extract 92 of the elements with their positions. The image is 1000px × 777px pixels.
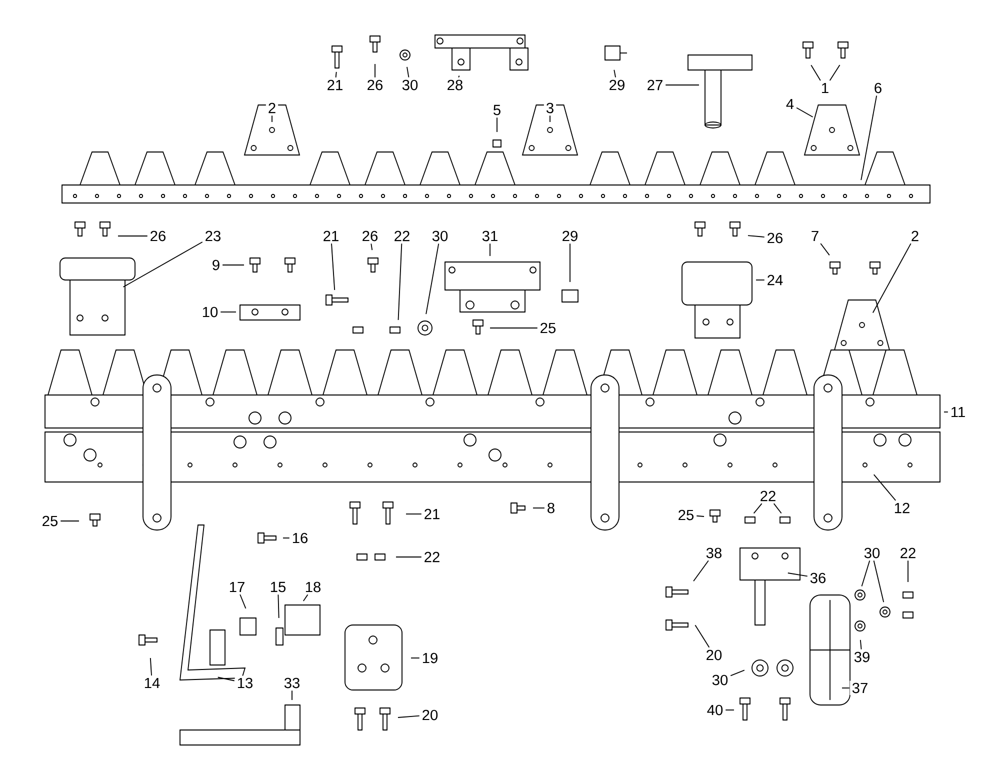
leader-line bbox=[810, 64, 821, 81]
leader-line bbox=[614, 69, 616, 78]
callout-number: 26 bbox=[360, 228, 380, 244]
leader-line bbox=[222, 264, 244, 266]
callout-number: 40 bbox=[704, 702, 726, 718]
leader-line bbox=[331, 243, 336, 290]
callout-number: 2 bbox=[266, 100, 278, 116]
leader-line bbox=[860, 95, 878, 181]
callout-number: 22 bbox=[392, 228, 412, 244]
callout-number: 7 bbox=[808, 228, 822, 244]
callout-number: 5 bbox=[490, 102, 504, 118]
leader-line bbox=[217, 676, 235, 682]
callout-number: 22 bbox=[422, 550, 442, 564]
callout-number: 1 bbox=[818, 80, 832, 96]
callout-number: 22 bbox=[898, 546, 918, 560]
callout-number: 6 bbox=[872, 80, 884, 96]
callout-number: 30 bbox=[400, 78, 420, 92]
callout-number: 19 bbox=[420, 650, 440, 666]
leader-line bbox=[665, 84, 700, 86]
leader-line bbox=[396, 556, 422, 558]
leader-line bbox=[730, 670, 745, 676]
callout-number: 2 bbox=[908, 228, 922, 244]
callout-number: 21 bbox=[320, 228, 342, 244]
callout-number: 38 bbox=[704, 546, 724, 560]
leader-line bbox=[150, 658, 152, 676]
callout-number: 20 bbox=[704, 648, 724, 662]
callout-number: 26 bbox=[764, 230, 786, 246]
leader-line bbox=[122, 242, 203, 288]
leader-line bbox=[861, 560, 870, 587]
leader-line bbox=[696, 515, 704, 517]
leader-line bbox=[873, 474, 896, 501]
leader-line bbox=[829, 64, 840, 81]
leader-line bbox=[787, 572, 808, 577]
callout-number: 16 bbox=[290, 530, 310, 546]
callout-number: 12 bbox=[892, 500, 912, 516]
leader-line bbox=[873, 560, 884, 603]
callout-number: 33 bbox=[282, 676, 302, 690]
callout-number: 4 bbox=[784, 96, 796, 112]
callout-number: 10 bbox=[200, 304, 220, 320]
callout-number: 30 bbox=[862, 546, 882, 560]
callout-number: 23 bbox=[202, 228, 224, 244]
callout-number: 3 bbox=[544, 100, 556, 116]
leader-line bbox=[240, 594, 246, 609]
callout-number: 25 bbox=[538, 320, 558, 336]
leader-line bbox=[370, 243, 373, 251]
callout-number: 21 bbox=[422, 506, 442, 522]
callout-number: 39 bbox=[852, 650, 872, 664]
callout-number: 30 bbox=[710, 672, 730, 688]
callout-number: 28 bbox=[444, 78, 466, 92]
leader-line bbox=[374, 64, 376, 78]
callout-number: 22 bbox=[758, 488, 778, 504]
leader-line bbox=[748, 235, 765, 238]
callout-number: 26 bbox=[364, 78, 386, 92]
leader-line bbox=[426, 243, 440, 315]
callout-number: 18 bbox=[302, 580, 324, 594]
leader-line bbox=[398, 243, 402, 320]
callout-number: 25 bbox=[40, 514, 60, 528]
callout-number: 25 bbox=[676, 508, 696, 522]
callout-number: 24 bbox=[764, 272, 786, 288]
callout-number: 37 bbox=[850, 680, 870, 696]
leader-line bbox=[458, 75, 460, 78]
callout-number: 13 bbox=[234, 676, 256, 690]
leader-line bbox=[335, 72, 337, 78]
leader-line bbox=[860, 640, 862, 650]
callout-number: 17 bbox=[226, 580, 248, 594]
callout-number: 29 bbox=[560, 228, 580, 244]
leader-line bbox=[278, 594, 280, 618]
leader-line bbox=[872, 243, 912, 314]
callout-number: 27 bbox=[644, 78, 666, 92]
callout-number: 8 bbox=[544, 500, 558, 516]
leader-line bbox=[60, 520, 80, 522]
callout-number: 9 bbox=[210, 258, 222, 272]
callout-number: 31 bbox=[480, 228, 500, 244]
callout-number: 20 bbox=[420, 708, 440, 722]
callout-number: 30 bbox=[430, 228, 450, 244]
leader-line bbox=[302, 594, 308, 602]
leader-line bbox=[398, 715, 420, 718]
leader-line bbox=[694, 624, 710, 648]
callout-number: 11 bbox=[948, 404, 968, 420]
leader-line bbox=[820, 243, 830, 256]
leader-line bbox=[693, 560, 709, 582]
callout-number: 26 bbox=[148, 228, 168, 244]
callout-number: 21 bbox=[324, 78, 346, 92]
callout-number: 29 bbox=[606, 78, 628, 92]
callout-number: 15 bbox=[268, 580, 288, 594]
leader-line bbox=[496, 117, 498, 132]
callout-number: 14 bbox=[142, 676, 162, 690]
leader-line bbox=[796, 107, 814, 118]
leader-line bbox=[753, 503, 762, 514]
leader-line bbox=[406, 66, 410, 78]
callout-number: 36 bbox=[808, 570, 828, 586]
leader-line bbox=[773, 503, 782, 514]
